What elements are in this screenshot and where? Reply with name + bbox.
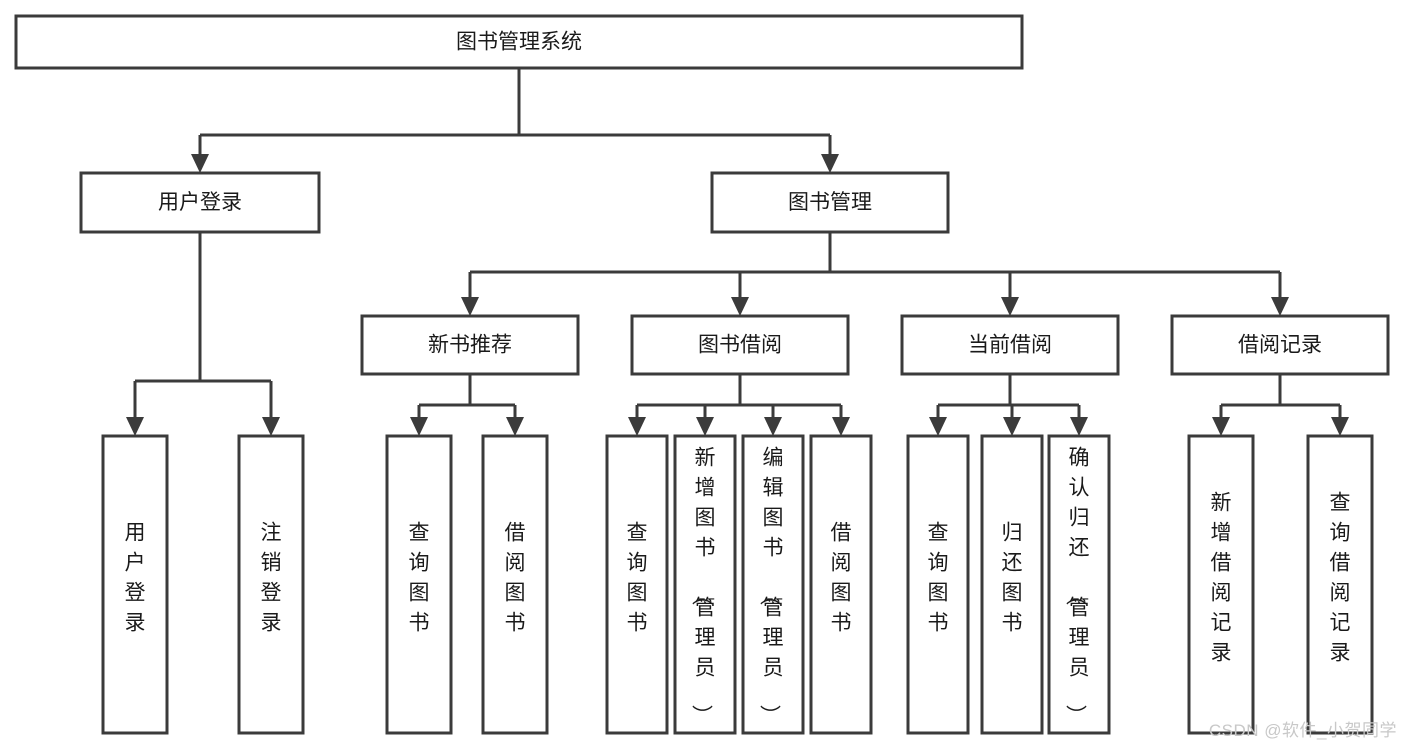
- node-box-leaf-borrow-book-1: [481, 434, 549, 735]
- node-leaf-query-record[interactable]: 查询借阅记录: [1306, 434, 1374, 735]
- node-label-current-borrow: 当前借阅: [968, 334, 1052, 357]
- node-leaf-edit-book[interactable]: 编辑图书（管理员）: [741, 434, 805, 735]
- arrow-head-icon: [191, 154, 209, 173]
- node-box-leaf-confirm-return: [1047, 434, 1111, 735]
- csdn-watermark: CSDN @软件_小贺同学: [1208, 721, 1397, 740]
- node-box-leaf-query-book-2: [605, 434, 669, 735]
- node-box-leaf-query-book-3: [906, 434, 970, 735]
- node-box-leaf-query-record: [1306, 434, 1374, 735]
- node-box-book-borrow: [630, 314, 850, 376]
- node-leaf-add-book[interactable]: 新增图书（管理员）: [673, 434, 737, 735]
- node-leaf-query-book-1[interactable]: 查询图书: [385, 434, 453, 735]
- node-label-leaf-query-record: 查询借阅记录: [1330, 492, 1351, 665]
- node-label-leaf-return-book: 归还图书: [1002, 522, 1023, 635]
- node-box-leaf-query-book-1: [385, 434, 453, 735]
- node-book-management[interactable]: 图书管理: [710, 171, 950, 234]
- node-box-leaf-user-login: [101, 434, 169, 735]
- node-box-leaf-edit-book: [741, 434, 805, 735]
- node-label-root: 图书管理系统: [456, 31, 582, 54]
- node-box-current-borrow: [900, 314, 1120, 376]
- node-label-new-book-recommend: 新书推荐: [428, 334, 512, 357]
- arrow-head-icon: [1212, 417, 1230, 436]
- arrow-head-icon: [832, 417, 850, 436]
- node-label-user-login: 用户登录: [158, 191, 242, 214]
- node-new-book-recommend[interactable]: 新书推荐: [360, 314, 580, 376]
- node-leaf-add-record[interactable]: 新增借阅记录: [1187, 434, 1255, 735]
- node-leaf-query-book-3[interactable]: 查询图书: [906, 434, 970, 735]
- connector-layer: [126, 68, 1349, 436]
- node-leaf-logout[interactable]: 注销登录: [237, 434, 305, 735]
- arrow-head-icon: [731, 297, 749, 316]
- arrow-head-icon: [929, 417, 947, 436]
- node-label-leaf-edit-book: 编辑图书（管理员）: [758, 447, 784, 726]
- node-current-borrow[interactable]: 当前借阅: [900, 314, 1120, 376]
- node-label-leaf-borrow-book-1: 借阅图书: [505, 522, 526, 635]
- arrow-head-icon: [764, 417, 782, 436]
- node-box-new-book-recommend: [360, 314, 580, 376]
- node-box-leaf-logout: [237, 434, 305, 735]
- node-label-leaf-add-book: 新增图书（管理员）: [690, 447, 716, 726]
- node-leaf-borrow-book-1[interactable]: 借阅图书: [481, 434, 549, 735]
- node-label-book-borrow: 图书借阅: [698, 334, 782, 357]
- node-box-leaf-add-record: [1187, 434, 1255, 735]
- arrow-head-icon: [1001, 297, 1019, 316]
- arrow-head-icon: [410, 417, 428, 436]
- node-box-leaf-add-book: [673, 434, 737, 735]
- arrow-head-icon: [1003, 417, 1021, 436]
- node-box-root: [14, 14, 1024, 70]
- node-box-borrow-record: [1170, 314, 1390, 376]
- node-label-leaf-borrow-book-2: 借阅图书: [831, 522, 852, 635]
- node-box-book-management: [710, 171, 950, 234]
- arrow-head-icon: [506, 417, 524, 436]
- node-label-book-management: 图书管理: [788, 191, 872, 214]
- node-box-leaf-return-book: [980, 434, 1044, 735]
- node-layer: 图书管理系统用户登录图书管理新书推荐图书借阅当前借阅借阅记录用户登录注销登录查询…: [14, 14, 1390, 735]
- node-leaf-borrow-book-2[interactable]: 借阅图书: [809, 434, 873, 735]
- node-label-borrow-record: 借阅记录: [1238, 334, 1322, 357]
- node-leaf-return-book[interactable]: 归还图书: [980, 434, 1044, 735]
- node-book-borrow[interactable]: 图书借阅: [630, 314, 850, 376]
- node-box-leaf-borrow-book-2: [809, 434, 873, 735]
- node-root[interactable]: 图书管理系统: [14, 14, 1024, 70]
- node-leaf-query-book-2[interactable]: 查询图书: [605, 434, 669, 735]
- node-label-leaf-user-login: 用户登录: [125, 522, 146, 635]
- node-label-leaf-query-book-3: 查询图书: [928, 522, 949, 635]
- node-label-leaf-add-record: 新增借阅记录: [1211, 492, 1232, 665]
- arrow-head-icon: [1331, 417, 1349, 436]
- arrow-head-icon: [262, 417, 280, 436]
- node-label-leaf-query-book-1: 查询图书: [409, 522, 430, 635]
- arrow-head-icon: [461, 297, 479, 316]
- node-label-leaf-logout: 注销登录: [261, 522, 282, 635]
- node-box-user-login: [79, 171, 321, 234]
- arrow-head-icon: [1070, 417, 1088, 436]
- node-leaf-confirm-return[interactable]: 确认归还（管理员）: [1047, 434, 1111, 735]
- node-label-leaf-query-book-2: 查询图书: [627, 522, 648, 635]
- arrow-head-icon: [821, 154, 839, 173]
- node-label-leaf-confirm-return: 确认归还（管理员）: [1064, 447, 1090, 726]
- node-leaf-user-login[interactable]: 用户登录: [101, 434, 169, 735]
- arrow-head-icon: [628, 417, 646, 436]
- node-borrow-record[interactable]: 借阅记录: [1170, 314, 1390, 376]
- node-user-login[interactable]: 用户登录: [79, 171, 321, 234]
- arrow-head-icon: [1271, 297, 1289, 316]
- arrow-head-icon: [696, 417, 714, 436]
- arrow-head-icon: [126, 417, 144, 436]
